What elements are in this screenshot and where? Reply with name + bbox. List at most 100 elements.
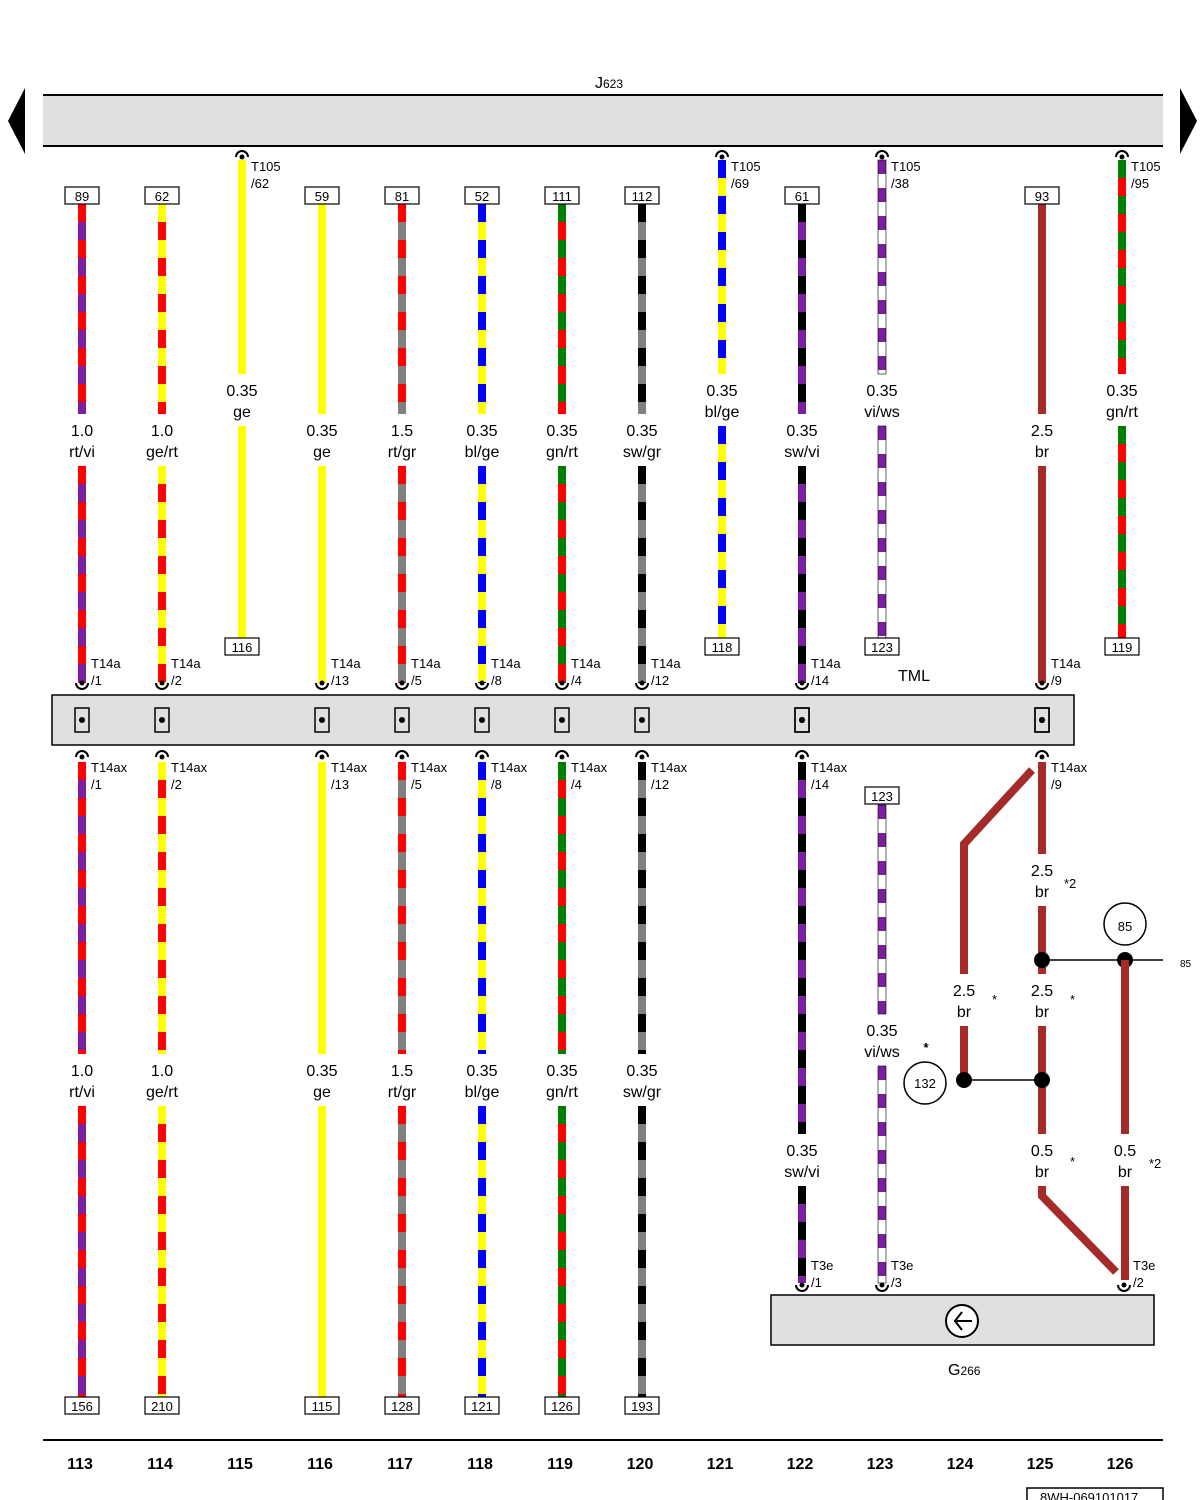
upper-wire-120-pin: /12 [651, 673, 669, 688]
column-number-125: 125 [1027, 1456, 1054, 1473]
upper-wire-118-top-ref: 52 [475, 189, 489, 204]
upper-wire-117-color: rt/gr [388, 444, 417, 461]
upper-wire-118-conn: T14a [491, 656, 521, 671]
upper-wire-125-top-ref: 93 [1035, 189, 1049, 204]
lower-wire-120-pin: /12 [651, 777, 669, 792]
lower-wire-117-tml-connector [395, 750, 409, 758]
lower-wire-113-color: rt/vi [69, 1084, 95, 1101]
upper-wire-118-top-ref-box [464, 186, 500, 205]
upper-wire-114-color: ge/rt [146, 444, 179, 461]
upper-wire-113-tml-pin-dot [79, 717, 85, 723]
upper-wire-116-tml-pin-icon [314, 707, 330, 733]
upper-wire-121-ecu-connector-pin [719, 154, 725, 160]
sensor-wire-122-tml-pin-dot [799, 717, 805, 723]
ground-point-132-label: 132 [914, 1076, 936, 1091]
upper-wire-113-tml-connector [75, 682, 89, 690]
upper-wire-119-tml-connector-pin [559, 680, 565, 686]
lower-wire-118-conn: T14ax [491, 760, 528, 775]
upper-wire-113-pin: /1 [91, 673, 102, 688]
upper-wire-114-top-ref: 62 [155, 189, 169, 204]
brown-wire-125-c-spec: 2.5 [1031, 983, 1053, 1000]
lower-wire-119-spec: 0.35 [546, 1063, 577, 1080]
upper-wire-113-spec: 1.0 [71, 423, 93, 440]
upper-wire-122-pin: /14 [811, 673, 829, 688]
lower-wire-114-pin: /2 [171, 777, 182, 792]
junction-dot [1034, 952, 1050, 968]
lower-wire-119-tml-connector-pin [559, 754, 565, 760]
lower-wire-114-conn: T14ax [171, 760, 208, 775]
upper-wire-126-ecu-connector [1115, 150, 1129, 158]
lower-wire-116-bottom-ref-box [304, 1396, 340, 1415]
upper-wire-114-tml-connector [155, 682, 169, 690]
lower-wire-116-spec: 0.35 [306, 1063, 337, 1080]
lower-wire-114-tml-connector [155, 750, 169, 758]
column-number-123: 123 [867, 1456, 894, 1473]
lower-wire-113-pin: /1 [91, 777, 102, 792]
brown-branch-tml-connector-pin [1039, 754, 1045, 760]
upper-wire-119-tml-pin-dot [559, 717, 565, 723]
lower-wire-119-bottom-ref-box [544, 1396, 580, 1415]
sensor-wire-122-conn: T3e [811, 1258, 833, 1273]
upper-wire-115-ecu-connector [235, 150, 249, 158]
column-number-124: 124 [947, 1456, 974, 1473]
brown-wire-125-d-spec: 0.5 [1031, 1143, 1053, 1160]
upper-wire-114-tml-connector-pin [159, 680, 165, 686]
brown-branch-sensor-connector [1117, 1284, 1131, 1292]
sensor-wire-123-spec: 0.35 [866, 1023, 897, 1040]
upper-wire-113-tml-pin-icon [74, 707, 90, 733]
lower-wire-119-tml-connector [555, 750, 569, 758]
upper-wire-115-pin: /62 [251, 176, 269, 191]
lower-wire-117-bottom-ref: 128 [391, 1399, 413, 1414]
lower-wire-116-tml-connector [315, 750, 329, 758]
upper-wire-125-top-ref-box [1024, 186, 1060, 205]
lower-wire-116-conn: T14ax [331, 760, 368, 775]
brown-wire-125-a-spec: 2.5 [1031, 863, 1053, 880]
labels-layer: 891.0rt/viT14a/1621.0ge/rtT14a/2T105/620… [64, 159, 1192, 1415]
lower-wire-119-bottom-ref: 126 [551, 1399, 573, 1414]
upper-wire-120-top-ref-box [624, 186, 660, 205]
column-number-119: 119 [547, 1456, 573, 1473]
upper-wire-121-end-ref: 118 [712, 640, 733, 655]
brown-wire-125-d-note: * [1070, 1154, 1075, 1169]
upper-wire-113-color: rt/vi [69, 444, 95, 461]
ground-point-85-icon [1103, 902, 1147, 946]
upper-wire-122-top-ref: 61 [795, 189, 809, 204]
lower-wire-120-conn: T14ax [651, 760, 688, 775]
sensor-wire-123-top-ref: 123 [871, 789, 893, 804]
upper-wire-116-tml-connector-pin [319, 680, 325, 686]
upper-wire-116-spec: 0.35 [306, 423, 337, 440]
brown-tml-pin-dot [1039, 717, 1045, 723]
lower-wire-118-color: bl/ge [465, 1084, 500, 1101]
lower-wire-120-spec: 0.35 [626, 1063, 657, 1080]
sensor-wire-123-top-ref-box [864, 786, 900, 805]
column-number-118: 118 [467, 1456, 493, 1473]
upper-wire-126-ecu-connector-pin [1119, 154, 1125, 160]
sensor-wire-123-sensor-connector-pin [879, 1282, 885, 1288]
lower-wire-120-bottom-ref-box [624, 1396, 660, 1415]
upper-wire-121-color: bl/ge [705, 404, 740, 421]
upper-wire-120-top-ref: 112 [632, 189, 653, 204]
brown-wire-125-c-note: * [1070, 992, 1075, 1007]
upper-wire-120-tml-connector [635, 682, 649, 690]
upper-wire-114-tml-pin-dot [159, 717, 165, 723]
brown-wire-126-color: br [1118, 1164, 1133, 1181]
prev-page-arrow-icon[interactable] [8, 88, 25, 154]
sensor-wire-123-a-outline [877, 804, 887, 1015]
upper-wire-119-pin: /4 [571, 673, 582, 688]
upper-wire-113-top-ref: 89 [75, 189, 89, 204]
brown-branch-tml-connector [1035, 750, 1049, 758]
brown-wire-124-color: br [957, 1004, 972, 1021]
ground-point-132-note: * [923, 1040, 928, 1055]
upper-wire-115-spec: 0.35 [226, 383, 257, 400]
brown-wire-125-a-note: *2 [1064, 876, 1076, 891]
upper-wire-118-tml-pin-dot [479, 717, 485, 723]
sensor-wire-122-sensor-connector-pin [799, 1282, 805, 1288]
lower-wire-117-bottom-ref-box [384, 1396, 420, 1415]
lower-wire-118-pin: /8 [491, 777, 502, 792]
column-number-116: 116 [307, 1456, 333, 1473]
upper-wire-118-pin: /8 [491, 673, 502, 688]
upper-wire-114-spec: 1.0 [151, 423, 173, 440]
lower-wire-114-bottom-ref-box [144, 1396, 180, 1415]
upper-wire-121-end-ref-box [704, 637, 740, 656]
next-page-arrow-icon[interactable] [1180, 88, 1197, 154]
